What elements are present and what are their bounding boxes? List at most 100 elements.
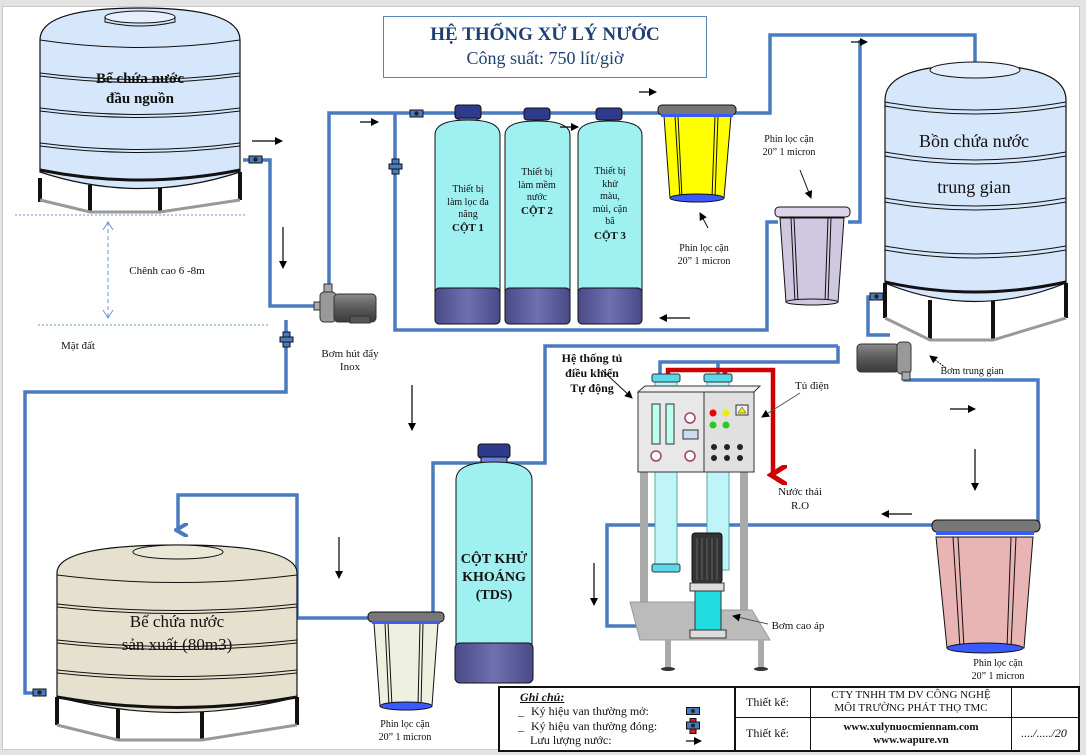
control-system-label-line1: Hệ thống tủ — [562, 351, 623, 365]
clear-filter-label-line2: 20” 1 micron — [379, 732, 432, 743]
pipe-clear-to-production — [178, 493, 370, 620]
valve-open-icon[interactable] — [869, 292, 884, 301]
waste-label-line2: R.O — [791, 500, 809, 512]
column-1-desc-3: năng — [458, 209, 477, 220]
ro-system — [629, 373, 771, 671]
pipe-ro-to-cartridge — [658, 346, 840, 375]
column-1-desc-1: Thiết bị — [452, 184, 484, 195]
designer-label: Thiết kế: — [746, 726, 789, 740]
height-diff-label: Chênh cao 6 -8m — [129, 265, 205, 277]
pipe-purple-to-tank — [848, 40, 862, 224]
column-2-desc-3: nước — [527, 192, 548, 203]
cartridge-filter-pink — [931, 519, 1041, 654]
website-link[interactable]: www.xulynuocmiennam.com — [843, 721, 979, 733]
demineral-label-line3: (TDS) — [476, 588, 513, 603]
column-1-desc-2: làm lọc đa — [447, 197, 489, 208]
company-websites: www.xulynuocmiennam.com www.wapure.vn — [811, 721, 1011, 747]
designer-column: Thiết kế: Thiết kế: — [736, 688, 811, 750]
cartridge-filter-yellow — [657, 104, 737, 203]
pointer-arrow — [799, 169, 813, 199]
pointer-arrow — [732, 613, 769, 625]
column-3-desc-4: mùi, cặn — [593, 204, 627, 215]
column-1-name: CỘT 1 — [452, 221, 484, 234]
column-3-desc-2: khử — [602, 179, 618, 190]
valve-closed-icon[interactable] — [388, 158, 403, 175]
legend-label: Lưu lượng nước: — [530, 733, 612, 747]
column-3-desc-5: bã — [605, 216, 615, 227]
legend-title-block: Ghi chú: _ Ký hiệu van thường mở: _ Ký h… — [498, 686, 1080, 752]
production-tank-label-line2: sản xuất (80m3) — [122, 635, 232, 654]
date-field: ..../...../20 — [1021, 726, 1067, 740]
company-column: CTY TNHH TM DV CÔNG NGHỆ MÔI TRƯỜNG PHÁT… — [811, 688, 1012, 750]
intermediate-tank-label-line2: trung gian — [937, 177, 1011, 197]
purple-filter-label-line1: Phin lọc cặn — [764, 134, 813, 145]
valve-open-icon[interactable] — [409, 109, 424, 118]
pipe-pump-down — [23, 320, 288, 695]
company-line-1: CTY TNHH TM DV CÔNG NGHỆ — [831, 689, 991, 701]
date-column: ..../...../20 — [1012, 688, 1076, 750]
legend-bullet: _ — [518, 704, 524, 718]
valve-open-icon[interactable] — [32, 688, 47, 697]
legend-label: Ký hiệu van thường mở: — [531, 704, 649, 718]
pointer-arrow — [761, 392, 801, 418]
ground-label: Mặt đất — [61, 340, 95, 352]
demineral-label-line1: CỘT KHỬ — [461, 550, 528, 567]
control-system-label-line2: điều khiển — [565, 366, 619, 380]
pipe-pump-to-columns — [327, 33, 975, 292]
legend-heading: Ghi chú: — [520, 690, 565, 704]
column-3-desc-3: màu, — [600, 191, 620, 202]
yellow-filter-label-line2: 20” 1 micron — [678, 256, 731, 267]
column-2-desc-2: làm mềm — [518, 180, 556, 191]
company-line-2: MÔI TRƯỜNG PHÁT THỌ TMC — [834, 702, 988, 714]
cabinet-label: Tủ điện — [795, 380, 829, 392]
suction-pump-label-line1: Bơm hút đẩy — [321, 348, 379, 360]
intermediate-tank-label-line1: Bồn chứa nước — [919, 131, 1029, 151]
column-2-desc-1: Thiết bị — [521, 167, 553, 178]
pink-filter-label-line2: 20” 1 micron — [972, 671, 1025, 682]
legend-label: Ký hiệu van thường đóng: — [531, 719, 658, 733]
filter-column-2 — [504, 107, 571, 325]
filter-column-1 — [434, 104, 501, 325]
production-tank-label-line1: Bể chứa nước — [130, 612, 225, 631]
pointer-arrow — [699, 212, 709, 229]
suction-pump-label-line2: Inox — [340, 361, 361, 373]
legend-item-flow: Lưu lượng nước: — [530, 733, 612, 748]
company-name: CTY TNHH TM DV CÔNG NGHỆ MÔI TRƯỜNG PHÁT… — [811, 689, 1011, 715]
legend-notes: Ghi chú: _ Ký hiệu van thường mở: _ Ký h… — [500, 688, 736, 750]
diagram-title-box: HỆ THỐNG XỬ LÝ NƯỚC Công suất: 750 lít/g… — [383, 16, 707, 78]
purple-filter-label-line2: 20” 1 micron — [763, 147, 816, 158]
website-link[interactable]: www.wapure.vn — [873, 734, 949, 746]
demineral-label-line2: KHOÁNG — [462, 568, 526, 585]
legend-divider — [736, 717, 1078, 718]
source-tank-label-line2: đầu nguồn — [106, 91, 175, 107]
valve-open-icon[interactable] — [248, 155, 263, 164]
diagram-title: HỆ THỐNG XỬ LÝ NƯỚC — [430, 24, 660, 45]
legend-item-open-valve: _ Ký hiệu van thường mở: — [518, 704, 649, 719]
column-3-name: CỘT 3 — [594, 229, 626, 242]
pointer-arrow — [929, 355, 947, 369]
waste-label-line1: Nước thải — [778, 486, 822, 498]
pointer-arrow — [601, 369, 633, 399]
pink-filter-label-line1: Phin lọc cặn — [973, 658, 1022, 669]
valve-closed-icon[interactable] — [279, 331, 294, 348]
intermediate-tank — [883, 61, 1068, 342]
cartridge-filter-clear — [367, 611, 445, 711]
filter-column-3 — [577, 107, 643, 325]
source-tank — [38, 7, 242, 214]
production-tank — [55, 544, 299, 742]
source-tank-label-line1: Bể chứa nước — [96, 71, 184, 87]
pipe-pump-to-pink — [903, 360, 1040, 526]
pipe-source-to-pump — [243, 158, 318, 308]
intermediate-pump — [856, 341, 912, 381]
clear-filter-label-line1: Phin lọc cặn — [380, 719, 429, 730]
intermediate-pump-label: Bơm trung gian — [940, 366, 1003, 377]
yellow-filter-label-line1: Phin lọc cặn — [679, 243, 728, 254]
column-2-name: CỘT 2 — [521, 204, 553, 217]
control-system-label-line3: Tự động — [570, 381, 614, 395]
column-3-desc-1: Thiết bị — [594, 166, 626, 177]
flow-arrow-icon — [686, 737, 702, 745]
diagram-capacity: Công suất: 750 lít/giờ — [466, 48, 624, 68]
high-pressure-pump-label: Bơm cao áp — [772, 620, 825, 632]
valve-closed-icon — [686, 718, 700, 734]
cartridge-filter-purple — [774, 206, 851, 306]
